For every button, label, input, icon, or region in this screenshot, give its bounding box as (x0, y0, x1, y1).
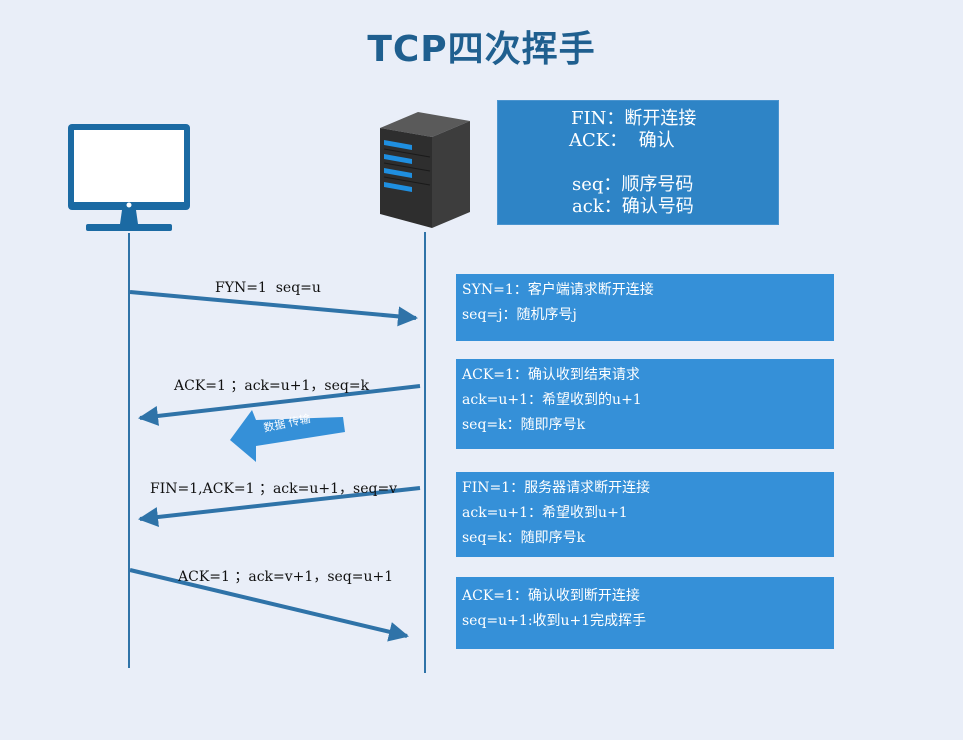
arrow-ack-server-to-client (138, 384, 421, 426)
explanation-line: FIN=1：服务器请求断开连接 (462, 480, 651, 496)
page-title: TCP四次挥手 (367, 29, 596, 70)
arrow-fin-client-to-server (129, 290, 418, 327)
explanation-line: seq=u+1:收到u+1完成挥手 (462, 613, 647, 629)
message-label-3: FIN=1,ACK=1 ；ack=u+1，seq=v (150, 481, 398, 497)
explanation-line: SYN=1：客户端请求断开连接 (462, 282, 654, 298)
explanation-box-4: ACK=1：确认收到断开连接 seq=u+1:收到u+1完成挥手 (456, 577, 834, 649)
message-label-2: ACK=1 ；ack=u+1，seq=k (174, 378, 370, 394)
explanation-box-3: FIN=1：服务器请求断开连接 ack=u+1：希望收到u+1 seq=k：随即… (456, 472, 834, 557)
explanation-box-1: SYN=1：客户端请求断开连接 seq=j：随机序号j (456, 274, 834, 341)
explanation-line: seq=k：随即序号k (462, 530, 586, 546)
data-transfer-arrow-icon (230, 410, 345, 462)
message-label-4: ACK=1 ；ack=v+1，seq=u+1 (178, 569, 394, 585)
server-icon (380, 112, 470, 228)
message-label-1: FYN=1 seq=u (215, 280, 321, 296)
explanation-box-2: ACK=1：确认收到结束请求 ack=u+1：希望收到的u+1 seq=k：随即… (456, 359, 834, 449)
explanation-line: seq=j：随机序号j (462, 307, 577, 323)
legend-box: FIN：断开连接 ACK： 确认 seq：顺序号码 ack：确认号码 (497, 100, 779, 225)
arrow-ack-client-to-server (129, 568, 409, 642)
explanation-line: ACK=1：确认收到断开连接 (462, 588, 640, 604)
legend-line: FIN：断开连接 (571, 108, 697, 129)
client-computer-icon (68, 124, 190, 231)
explanation-line: ACK=1：确认收到结束请求 (462, 367, 640, 383)
explanation-line: ack=u+1：希望收到u+1 (462, 505, 628, 521)
legend-line: seq：顺序号码 (572, 174, 694, 195)
arrow-fin-ack-server-to-client (138, 486, 421, 527)
explanation-line: ack=u+1：希望收到的u+1 (462, 392, 642, 408)
legend-line: ACK： 确认 (569, 130, 675, 151)
legend-line: ack：确认号码 (572, 196, 694, 217)
explanation-line: seq=k：随即序号k (462, 417, 586, 433)
